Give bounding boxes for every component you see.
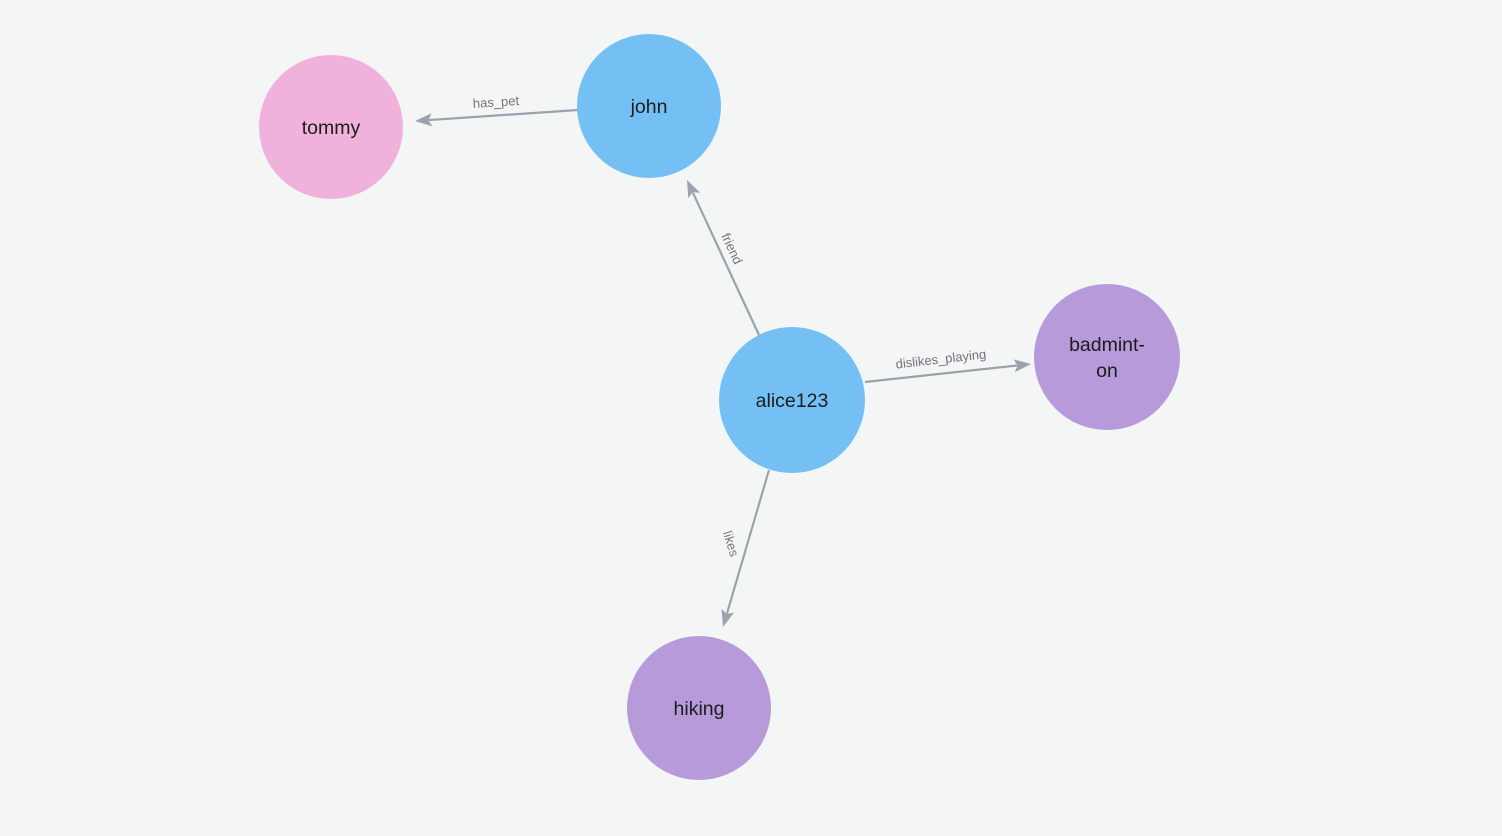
graph-node[interactable]: tommy [259, 55, 403, 199]
node-label: alice123 [756, 390, 829, 412]
graph-edge[interactable]: dislikes_playing [864, 346, 1031, 384]
node-circle[interactable] [259, 55, 403, 199]
edge-label: likes [720, 529, 742, 559]
graph-node[interactable]: john [577, 34, 721, 178]
edge-line [691, 192, 760, 336]
edge-line [428, 108, 579, 122]
node-label: tommy [302, 117, 361, 139]
edge-arrowhead [721, 608, 735, 627]
edge-arrowhead [1013, 359, 1031, 373]
node-circle[interactable] [1034, 284, 1180, 430]
node-circle[interactable] [627, 636, 771, 780]
graph-edge[interactable]: likes [720, 469, 771, 627]
graph-node[interactable]: hiking [627, 636, 771, 780]
graph-node[interactable]: badmint-on [1034, 284, 1180, 430]
edge-arrowhead [415, 113, 433, 127]
graph-edge[interactable]: friend [687, 180, 760, 336]
graph-edge[interactable]: has_pet [415, 93, 579, 127]
node-label: john [630, 96, 668, 118]
edge-label: dislikes_playing [895, 346, 987, 371]
edge-line [864, 364, 1018, 384]
node-circle[interactable] [577, 34, 721, 178]
node-circle[interactable] [719, 327, 865, 473]
node-label: hiking [674, 698, 725, 720]
edge-line [725, 469, 771, 614]
edge-label: has_pet [472, 93, 520, 111]
edge-arrowhead [687, 180, 701, 199]
graph-node[interactable]: alice123 [719, 327, 865, 473]
nodes-layer: tommy john alice123 badmint-on hiking [259, 34, 1180, 780]
edge-label: friend [718, 231, 745, 267]
node-label: badmint-on [1069, 334, 1145, 382]
